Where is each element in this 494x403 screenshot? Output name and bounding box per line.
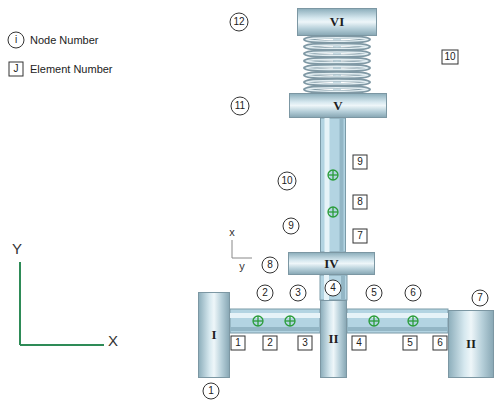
- axis-label: x: [229, 227, 235, 238]
- callout-number: 6: [410, 288, 416, 298]
- callout-number: 12: [233, 17, 244, 27]
- rotor-disk: IV: [288, 252, 375, 275]
- callout-number: 4: [330, 283, 336, 293]
- callout-number: 7: [477, 293, 483, 303]
- callout-number: 3: [302, 338, 308, 348]
- legend-text: Element Number: [30, 64, 113, 75]
- shaft-segment: [321, 118, 346, 252]
- disk-label: IV: [324, 256, 338, 272]
- callout-number: 8: [267, 260, 273, 270]
- callout-number: 3: [295, 288, 301, 298]
- global-axes: [20, 262, 104, 345]
- callout-number: 7: [357, 231, 363, 241]
- disk-label: II: [328, 331, 338, 347]
- disk-label: VI: [330, 14, 344, 30]
- callout-number: i: [15, 35, 17, 45]
- callout-number: 2: [262, 288, 268, 298]
- callout-number: 6: [437, 338, 443, 348]
- callout-number: 2: [267, 338, 273, 348]
- spring-connector: [305, 36, 369, 93]
- shaft-segment: [320, 275, 347, 300]
- shaft-segment: [230, 309, 320, 333]
- axis-label: y: [239, 261, 245, 272]
- callout-number: 9: [288, 221, 294, 231]
- legend-text: Node Number: [30, 35, 98, 46]
- callout-number: 8: [357, 197, 363, 207]
- local-axes: [232, 240, 252, 258]
- axis-label: X: [108, 333, 118, 348]
- callout-number: 1: [208, 386, 214, 396]
- callout-number: 10: [281, 176, 292, 186]
- disk-label: V: [333, 98, 342, 114]
- callout-number: 11: [235, 101, 245, 111]
- rotor-disk: II: [320, 300, 347, 378]
- disk-label: II: [466, 336, 476, 352]
- callout-number: 10: [444, 52, 455, 62]
- shaft-segment: [347, 309, 448, 333]
- callout-number: 4: [356, 338, 362, 348]
- rotor-disk: VI: [297, 8, 377, 36]
- element-number-boxes: [9, 50, 458, 350]
- node-number-circles: [8, 13, 488, 399]
- disk-label: I: [211, 327, 216, 343]
- rotor-disk: V: [289, 93, 387, 118]
- callout-number: 1: [235, 338, 241, 348]
- rotor-disk: I: [198, 292, 230, 378]
- callout-number: 9: [357, 157, 363, 167]
- callout-number: J: [14, 64, 19, 74]
- rotor-disk: II: [448, 310, 494, 378]
- callout-number: 5: [407, 338, 413, 348]
- axis-label: Y: [12, 241, 22, 256]
- callout-number: 5: [371, 288, 377, 298]
